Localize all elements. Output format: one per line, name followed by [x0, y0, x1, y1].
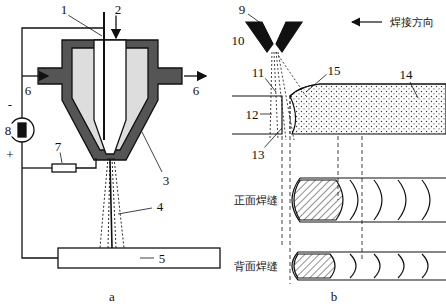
callout-number: 6: [192, 84, 201, 97]
callout-number: 11: [251, 66, 266, 79]
callout-number: 6: [24, 84, 33, 97]
callout-number: 15: [327, 64, 342, 77]
callout-number: +: [5, 148, 14, 161]
callout-number: b: [330, 290, 339, 303]
caption-label: 焊接方向: [389, 17, 435, 28]
callout-number: 7: [54, 140, 63, 153]
callout-number: 12: [245, 108, 260, 121]
callout-number: 2: [114, 2, 123, 15]
callout-number: 14: [399, 68, 414, 81]
callout-number: 5: [158, 252, 167, 265]
callout-number: 3: [162, 174, 171, 187]
callout-number: 13: [251, 148, 266, 161]
callout-number: 10: [231, 34, 246, 47]
callout-number: 9: [238, 2, 247, 15]
callout-number: -: [7, 98, 13, 111]
callout-number: 4: [156, 200, 165, 213]
callout-number: 8: [4, 124, 13, 137]
callout-number: 1: [60, 3, 69, 16]
caption-label: 背面焊缝: [233, 261, 279, 272]
callout-number: a: [108, 290, 116, 303]
caption-label: 正面焊缝: [233, 195, 279, 206]
